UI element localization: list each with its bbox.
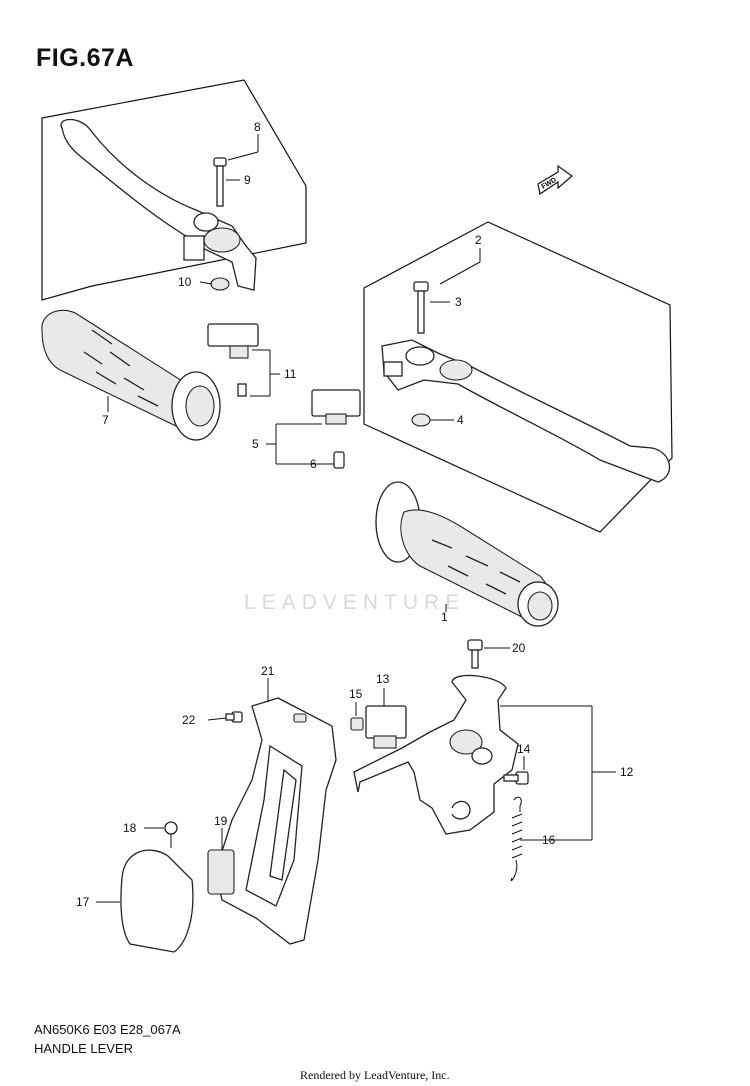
left-lever-frame	[41, 79, 307, 301]
callout-18: 18	[123, 821, 137, 835]
callout-1: 1	[441, 610, 448, 624]
right-lever-frame	[363, 221, 673, 533]
figure-title: FIG.67A	[36, 44, 134, 72]
brake-switch-5[interactable]	[311, 389, 361, 425]
bolt-20[interactable]	[467, 639, 483, 669]
cover-17[interactable]	[120, 849, 194, 953]
spring-16[interactable]	[510, 796, 523, 882]
right-grip[interactable]	[375, 481, 559, 627]
leader-lines	[96, 134, 616, 903]
fwd-arrow-icon: FWD	[537, 164, 573, 195]
screw-6[interactable]	[333, 451, 345, 469]
callout-8: 8	[254, 120, 261, 134]
callout-15: 15	[349, 687, 363, 701]
nut-4[interactable]	[411, 413, 431, 427]
left-brake-lever[interactable]	[60, 118, 257, 291]
nut-10[interactable]	[210, 277, 230, 291]
diagram-name: HANDLE LEVER	[34, 1041, 133, 1056]
callout-11: 11	[284, 367, 297, 381]
callout-14: 14	[517, 742, 531, 756]
lever-switch-11[interactable]	[207, 323, 259, 397]
left-grip[interactable]	[41, 309, 221, 441]
right-clutch-lever[interactable]	[381, 339, 670, 483]
render-credit: Rendered by LeadVenture, Inc.	[300, 1068, 450, 1082]
callout-22: 22	[182, 713, 196, 727]
callout-9: 9	[244, 173, 251, 187]
callout-7: 7	[102, 413, 109, 427]
callout-10: 10	[178, 275, 192, 289]
callout-2: 2	[475, 233, 482, 247]
diagram-code: AN650K6 E03 E28_067A	[34, 1022, 181, 1037]
callout-6: 6	[310, 457, 317, 471]
screw-22[interactable]	[225, 711, 243, 723]
parking-lever-bracket[interactable]	[353, 674, 519, 835]
pivot-bolt-3[interactable]	[413, 281, 429, 334]
callout-3: 3	[455, 295, 462, 309]
pivot-bolt-9[interactable]	[213, 157, 227, 207]
callout-20: 20	[512, 641, 526, 655]
fwd-label: FWD	[541, 177, 558, 191]
callout-19: 19	[214, 814, 228, 828]
bolt-14[interactable]	[503, 771, 529, 785]
callout-21: 21	[261, 664, 275, 678]
switch-13[interactable]	[365, 705, 407, 749]
callout-5: 5	[252, 437, 259, 451]
callout-4: 4	[457, 413, 464, 427]
callout-16: 16	[542, 833, 556, 847]
watermark: LEADVENTURE	[244, 591, 466, 614]
callout-12: 12	[620, 765, 634, 779]
clip-19[interactable]	[207, 849, 235, 895]
screw-18[interactable]	[164, 821, 178, 848]
callout-13: 13	[376, 672, 390, 686]
lid-panel-21[interactable]	[215, 697, 337, 945]
callout-17: 17	[76, 895, 90, 909]
nut-15[interactable]	[350, 717, 364, 731]
